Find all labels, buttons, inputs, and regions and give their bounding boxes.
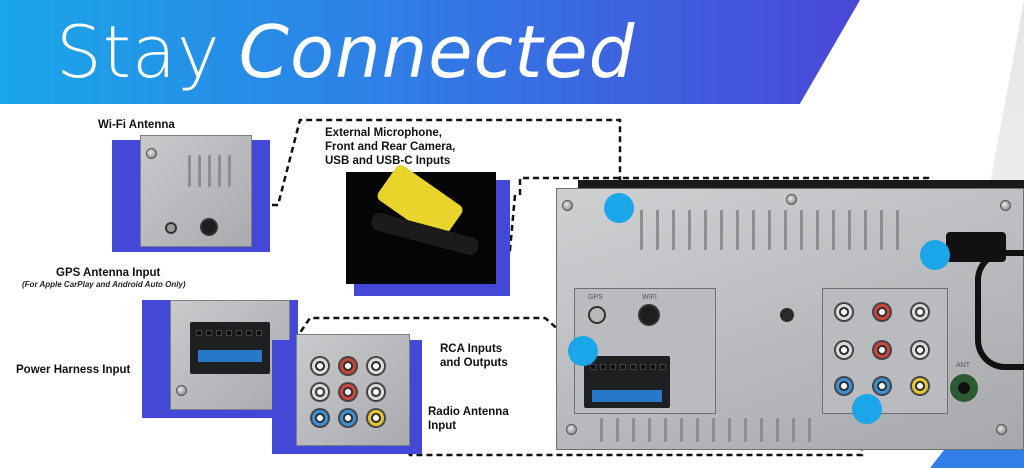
label-gps-antenna: GPS Antenna Input: [56, 267, 161, 279]
callout-dot-external: [604, 193, 634, 223]
label-gps-note: (For Apple CarPlay and Android Auto Only…: [22, 280, 186, 289]
screw-icon: [566, 424, 577, 435]
label-rca: RCA Inputs and Outputs: [440, 343, 508, 369]
cable-loop-icon: [975, 250, 1024, 370]
wifi-port-label: WIFI: [642, 294, 657, 301]
label-radio-antenna: Radio Antenna Input: [428, 406, 509, 432]
screw-icon: [786, 194, 797, 205]
page-title: Stay Connected: [56, 4, 635, 100]
screw-icon: [146, 148, 157, 159]
callout-dot-rca: [852, 394, 882, 424]
title-light: Stay: [56, 10, 221, 94]
screw-icon: [562, 200, 573, 211]
callout-dot-usb: [920, 240, 950, 270]
radio-antenna-port-icon: [950, 374, 978, 402]
mount-hole-icon: [780, 308, 794, 322]
wifi-port-icon: [638, 304, 660, 326]
power-harness-port-icon: [584, 356, 670, 408]
wifi-jack-icon: [200, 218, 218, 236]
screw-icon: [1000, 200, 1011, 211]
thumb-wifi-panel: [140, 135, 252, 247]
gps-port-icon: [588, 306, 606, 324]
title-bold: Connected: [238, 10, 636, 94]
label-wifi-antenna: Wi-Fi Antenna: [98, 119, 175, 131]
callout-dot-power: [568, 336, 598, 366]
title-banner: [0, 0, 860, 104]
gps-port-label: GPS: [588, 294, 603, 301]
label-external-inputs: External Microphone, Front and Rear Came…: [325, 127, 456, 167]
screw-icon: [176, 385, 187, 396]
screw-icon: [996, 424, 1007, 435]
label-power-harness: Power Harness Input: [16, 364, 131, 376]
harness-connector-icon: [190, 322, 270, 374]
ant-port-label: ANT: [956, 362, 970, 369]
gps-jack-icon: [165, 222, 177, 234]
